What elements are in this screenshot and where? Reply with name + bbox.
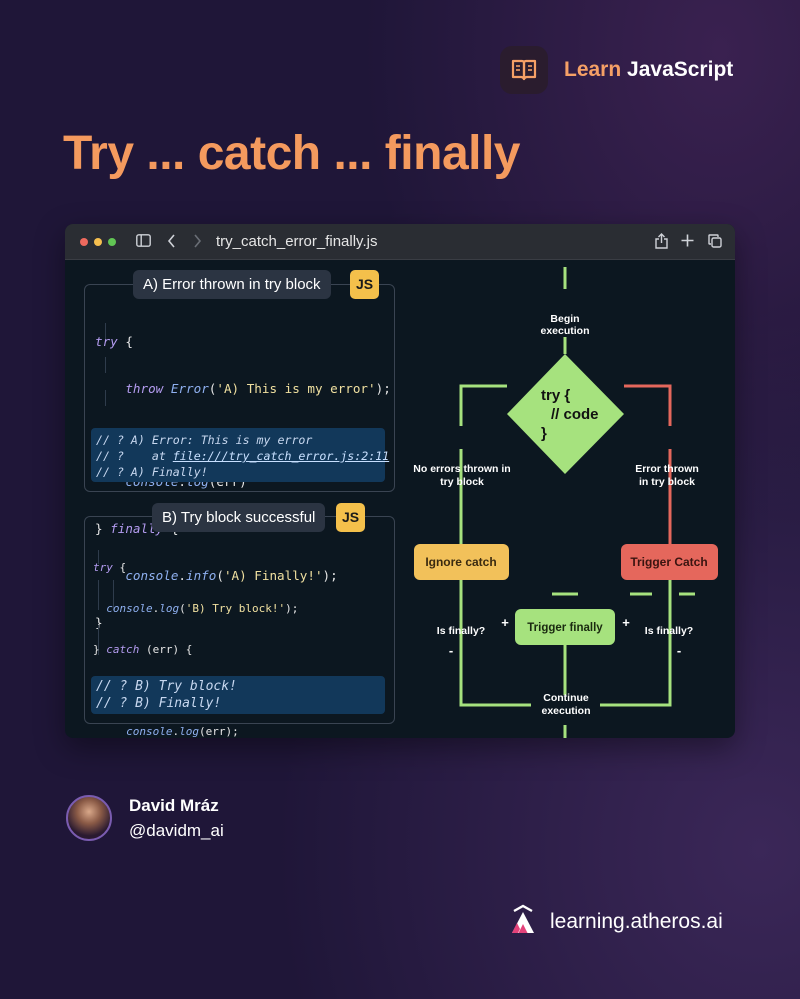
plus-icon[interactable] xyxy=(681,234,694,251)
decision-line-1: try { xyxy=(541,387,570,404)
example-a-output-line-2: // ? at file:///try_catch_error.js:2:11 xyxy=(96,449,390,463)
example-b-heading: B) Try block successful xyxy=(152,503,326,532)
window-titlebar: try_catch_error_finally.js xyxy=(65,224,735,260)
flow-line-right-to-continue xyxy=(600,669,672,707)
page-title: Try ... catch ... finally xyxy=(63,127,521,180)
author: David Mráz @davidm_ai xyxy=(66,795,224,841)
error-thrown-label-2: in try block xyxy=(639,476,695,488)
is-finally-left-label: Is finally? xyxy=(437,625,485,637)
continue-label-1: Continue xyxy=(543,692,589,704)
example-a-output-line-3: // ? A) Finally! xyxy=(96,465,208,479)
left-minus-label: - xyxy=(449,643,453,658)
flow-line-no-error xyxy=(459,384,507,426)
brand-name: JavaScript xyxy=(627,58,734,81)
example-a-error-link[interactable]: file:///try_catch_error.js:2:11 xyxy=(172,449,390,463)
flow-line-error xyxy=(624,384,672,426)
no-errors-label-1: No errors thrown in xyxy=(413,463,510,475)
sidebar-icon[interactable] xyxy=(136,234,151,251)
share-icon[interactable] xyxy=(655,233,668,253)
trigger-catch-box xyxy=(621,544,718,580)
footer-site[interactable]: learning.atheros.ai xyxy=(550,909,723,933)
begin-label-2: execution xyxy=(540,325,589,337)
footer: learning.atheros.ai xyxy=(508,902,723,941)
code-window: try_catch_error_finally.js A) Error thro… xyxy=(65,224,735,738)
maximize-window-button[interactable] xyxy=(108,238,116,246)
try-decision-diamond xyxy=(507,354,624,474)
continue-label-2: execution xyxy=(541,705,590,717)
example-b-output-line-2: // ? B) Finally! xyxy=(96,696,222,711)
brand-text: Learn JavaScript xyxy=(564,58,733,82)
example-b-output-line-1: // ? B) Try block! xyxy=(96,679,237,694)
brand-learn: Learn xyxy=(564,58,622,81)
back-icon[interactable] xyxy=(167,234,176,252)
minimize-window-button[interactable] xyxy=(94,238,102,246)
book-icon xyxy=(500,46,548,94)
decision-line-3: } xyxy=(541,425,547,442)
flowchart: Begin execution try { // code } No error… xyxy=(413,267,718,738)
example-a-output: // ? A) Error: This is my error // ? at … xyxy=(91,428,389,482)
flow-line-left-to-continue xyxy=(459,669,531,707)
author-handle[interactable]: @davidm_ai xyxy=(129,820,224,840)
forward-icon[interactable] xyxy=(193,234,202,252)
error-thrown-label-1: Error thrown xyxy=(635,463,699,475)
avatar xyxy=(66,795,112,841)
author-name: David Mráz xyxy=(129,795,219,815)
ignore-catch-box xyxy=(414,544,509,580)
begin-label-1: Begin xyxy=(550,313,579,325)
right-plus-label: + xyxy=(622,615,630,630)
example-a-output-line-1: // ? A) Error: This is my error xyxy=(96,433,313,447)
atheros-logo-icon xyxy=(508,902,538,941)
brand: Learn JavaScript xyxy=(500,46,733,94)
example-b-output: // ? B) Try block! // ? B) Finally! xyxy=(91,676,385,714)
window-filename: try_catch_error_finally.js xyxy=(216,233,378,250)
is-finally-right-label: Is finally? xyxy=(645,625,693,637)
close-window-button[interactable] xyxy=(80,238,88,246)
trigger-finally-label: Trigger finally xyxy=(527,622,603,634)
ignore-catch-label: Ignore catch xyxy=(425,555,496,569)
decision-line-2: // code xyxy=(551,406,599,423)
example-a-js-badge: JS xyxy=(350,270,379,299)
left-plus-label: + xyxy=(501,615,509,630)
no-errors-label-2: try block xyxy=(440,476,484,488)
copy-icon[interactable] xyxy=(708,234,722,252)
example-b-js-badge: JS xyxy=(336,503,365,532)
trigger-finally-box xyxy=(515,609,615,645)
example-a-heading: A) Error thrown in try block xyxy=(133,270,331,299)
trigger-catch-label: Trigger Catch xyxy=(630,555,707,569)
right-minus-label: - xyxy=(677,643,681,658)
